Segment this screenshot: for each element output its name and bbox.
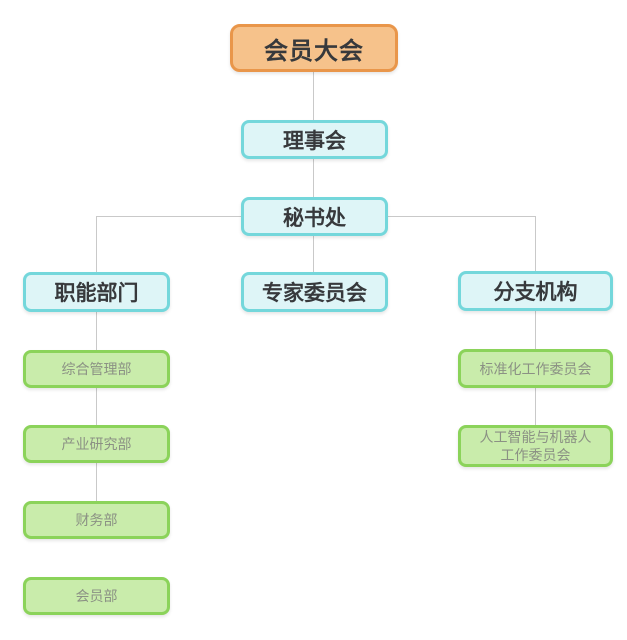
node-branch-organizations: 分支机构	[458, 271, 613, 311]
node-council: 理事会	[241, 120, 388, 159]
connector-ir-fin	[96, 463, 97, 501]
connector-left-vertical	[96, 216, 97, 272]
node-general-management-dept: 综合管理部	[23, 350, 170, 388]
connector-council-secretariat	[313, 159, 314, 197]
connector-gm-ir	[96, 388, 97, 425]
connector-secretariat-left-horizontal	[96, 216, 241, 217]
connector-secretariat-expert	[313, 236, 314, 272]
node-membership-dept: 会员部	[23, 577, 170, 615]
connector-std-ai	[535, 388, 536, 425]
node-secretariat: 秘书处	[241, 197, 388, 236]
node-functional-departments: 职能部门	[23, 272, 170, 312]
connector-secretariat-right-horizontal	[388, 216, 535, 217]
connector-assembly-council	[313, 72, 314, 120]
node-standardization-committee: 标准化工作委员会	[458, 349, 613, 388]
connector-branches-std	[535, 311, 536, 349]
node-ai-robotics-committee: 人工智能与机器人 工作委员会	[458, 425, 613, 467]
node-industry-research-dept: 产业研究部	[23, 425, 170, 463]
connector-functional-gm	[96, 312, 97, 350]
node-general-assembly: 会员大会	[230, 24, 398, 72]
node-expert-committee: 专家委员会	[241, 272, 388, 312]
node-finance-dept: 财务部	[23, 501, 170, 539]
connector-right-vertical	[535, 216, 536, 271]
